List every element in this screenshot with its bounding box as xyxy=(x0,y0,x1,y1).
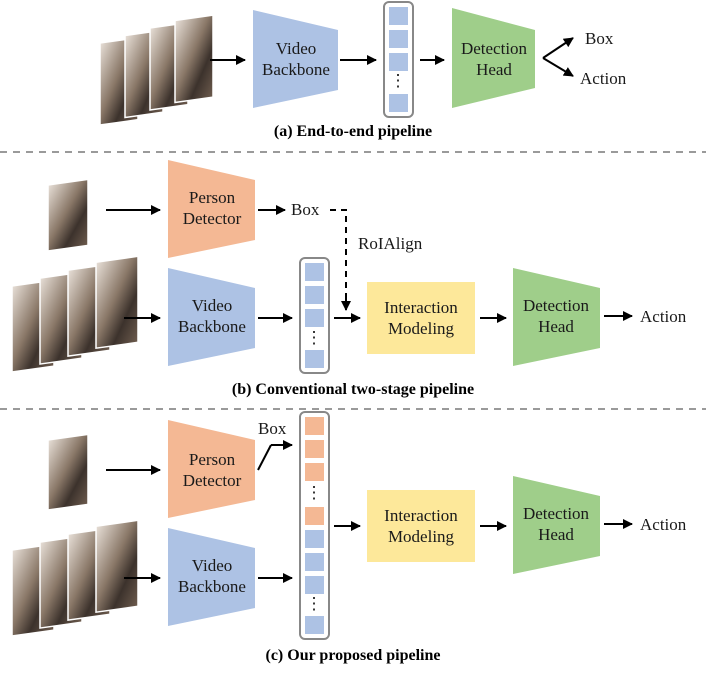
video-backbone-b xyxy=(168,268,255,366)
caption-c: (c) Our proposed pipeline xyxy=(266,647,441,664)
interaction-modeling-c-line1: Interaction xyxy=(384,506,458,525)
roialign-label: RoIAlign xyxy=(358,234,423,253)
output-action-a: Action xyxy=(580,69,627,88)
video-backbone-a xyxy=(253,10,338,108)
caption-b: (b) Conventional two-stage pipeline xyxy=(232,381,474,398)
caption-a: (a) End-to-end pipeline xyxy=(274,123,432,140)
output-box-a: Box xyxy=(585,29,614,48)
interaction-modeling-c xyxy=(367,490,475,562)
video-backbone-a-line1: Video xyxy=(276,39,317,58)
panel-a: Video Backbone ⋮ Detection Head Box Acti… xyxy=(99,1,627,140)
output-action-b: Action xyxy=(640,307,687,326)
video-backbone-c-line2: Backbone xyxy=(178,577,246,596)
feature-cell-blue xyxy=(305,286,324,304)
video-backbone-a-line2: Backbone xyxy=(262,60,330,79)
interaction-modeling-c-line2: Modeling xyxy=(388,527,455,546)
ellipsis-b: ⋮ xyxy=(306,328,323,347)
person-detector-c xyxy=(168,420,255,518)
detection-head-b-line2: Head xyxy=(538,317,574,336)
arrow-a-action xyxy=(542,57,574,77)
ellipsis-c-bottom: ⋮ xyxy=(306,594,323,613)
video-backbone-c-line1: Video xyxy=(192,556,233,575)
panel-b: Person Detector Box RoIAlign Video Backb… xyxy=(11,160,687,398)
feature-cell-orange xyxy=(305,463,324,481)
feature-cell-orange xyxy=(305,417,324,435)
roialign-dashed-path xyxy=(330,209,347,305)
detection-head-c xyxy=(513,476,600,574)
feature-cell-blue xyxy=(305,576,324,594)
video-frames-b xyxy=(11,255,139,373)
feature-cell-blue xyxy=(305,530,324,548)
detection-head-b-line1: Detection xyxy=(523,296,590,315)
keyframe-b xyxy=(47,178,89,252)
feature-cell-blue xyxy=(389,7,408,25)
feature-cell-blue xyxy=(305,309,324,327)
feature-column-b: ⋮ xyxy=(299,257,330,374)
person-detector-c-line2: Detector xyxy=(183,471,242,490)
feature-cell-orange xyxy=(305,440,324,458)
video-frames-c xyxy=(11,519,139,637)
interaction-modeling-b-line1: Interaction xyxy=(384,298,458,317)
video-frames-a xyxy=(99,14,214,126)
output-action-c: Action xyxy=(640,515,687,534)
detection-head-a-line1: Detection xyxy=(461,39,528,58)
detection-head-c-line1: Detection xyxy=(523,504,590,523)
interaction-modeling-b-line2: Modeling xyxy=(388,319,455,338)
interaction-modeling-b xyxy=(367,282,475,354)
detection-head-c-line2: Head xyxy=(538,525,574,544)
feature-column-a: ⋮ xyxy=(383,1,414,118)
video-backbone-c xyxy=(168,528,255,626)
person-detector-b xyxy=(168,160,255,258)
feature-cell-blue xyxy=(305,350,324,368)
box-label-c: Box xyxy=(258,419,287,438)
feature-cell-blue xyxy=(389,30,408,48)
ellipsis-a: ⋮ xyxy=(390,71,407,90)
feature-cell-blue xyxy=(305,616,324,634)
detection-head-a-line2: Head xyxy=(476,60,512,79)
feature-cell-blue xyxy=(389,94,408,112)
feature-cell-blue xyxy=(389,53,408,71)
person-detector-b-line1: Person xyxy=(189,188,236,207)
detection-head-a xyxy=(452,8,535,108)
ellipsis-c-top: ⋮ xyxy=(306,483,323,502)
video-backbone-b-line1: Video xyxy=(192,296,233,315)
arrow-c-box-1 xyxy=(257,444,272,471)
detection-head-b xyxy=(513,268,600,366)
panel-c: Person Detector Box Video Backbone ⋮ xyxy=(11,411,687,664)
keyframe-c xyxy=(47,433,89,511)
feature-cell-blue xyxy=(305,263,324,281)
person-detector-c-line1: Person xyxy=(189,450,236,469)
box-label-b: Box xyxy=(291,200,320,219)
feature-cell-blue xyxy=(305,553,324,571)
feature-column-c: ⋮ ⋮ xyxy=(299,411,330,640)
person-detector-b-line2: Detector xyxy=(183,209,242,228)
feature-cell-orange xyxy=(305,507,324,525)
arrow-a-box xyxy=(542,37,574,59)
video-backbone-b-line2: Backbone xyxy=(178,317,246,336)
